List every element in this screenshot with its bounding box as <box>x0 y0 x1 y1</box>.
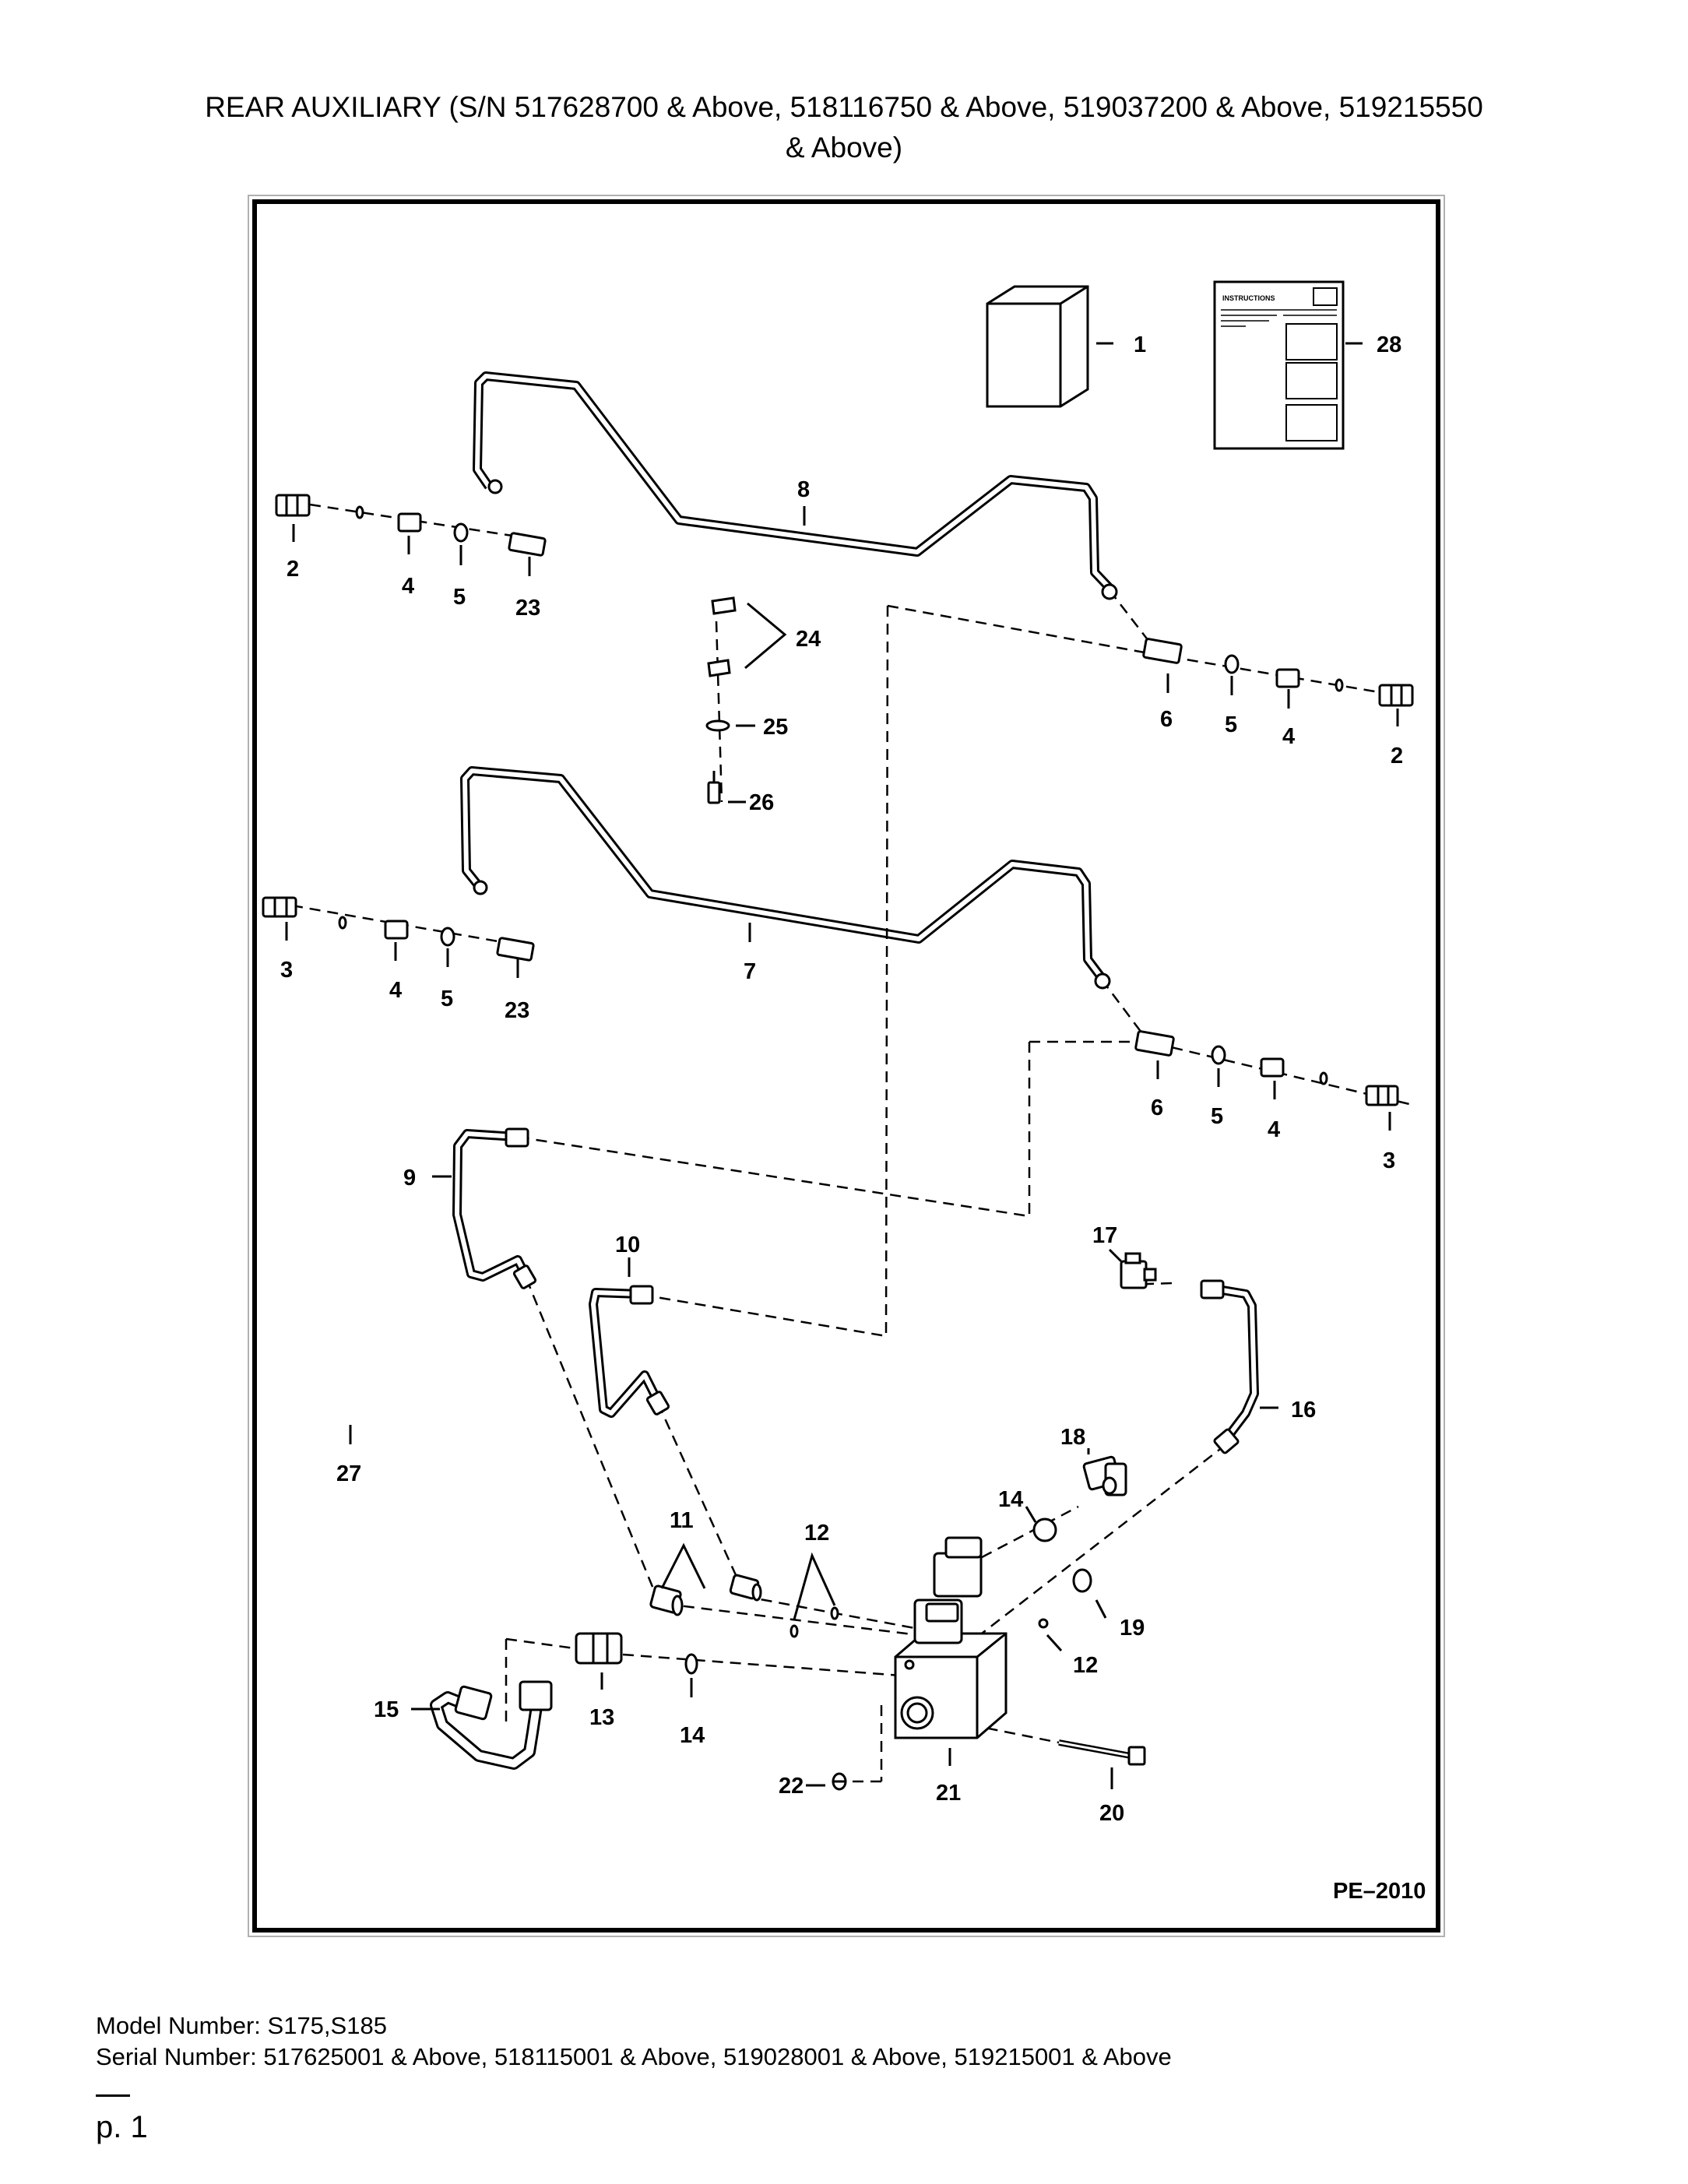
callout-12b: 12 <box>1073 1653 1098 1678</box>
callout-21: 21 <box>936 1781 961 1806</box>
callout-2: 2 <box>287 557 299 582</box>
diagram-frame <box>252 199 1440 1933</box>
callout-5c: 5 <box>441 986 453 1011</box>
screw <box>832 1772 847 1791</box>
callout-2b: 2 <box>1391 744 1403 768</box>
page-number: p. 1 <box>96 2110 148 2144</box>
tube-7 <box>460 766 1106 981</box>
valve-block <box>894 1536 1008 1739</box>
callout-14b: 14 <box>680 1723 705 1748</box>
adapter-fittings <box>649 1574 762 1616</box>
callout-15: 15 <box>374 1697 399 1722</box>
callout-9: 9 <box>403 1166 416 1190</box>
callout-10: 10 <box>615 1233 640 1257</box>
callout-6: 6 <box>1160 707 1173 732</box>
model-number: Model Number: S175,S185 <box>96 2012 387 2039</box>
adapter-fitting <box>575 1632 623 1665</box>
tube-16 <box>1212 1284 1259 1442</box>
fittings-row-2-right <box>1094 972 1399 1106</box>
callout-7: 7 <box>744 959 756 984</box>
part-box <box>986 285 1089 408</box>
page-divider <box>96 2094 130 2097</box>
serial-number: Serial Number: 517625001 & Above, 518115… <box>96 2043 1172 2070</box>
o-ring <box>1032 1518 1057 1542</box>
title-line-1: REAR AUXILIARY (S/N 517628700 & Above, 5… <box>205 91 1483 123</box>
callout-5b: 5 <box>1225 712 1237 737</box>
callout-23: 23 <box>515 596 540 621</box>
callout-23b: 23 <box>505 998 529 1023</box>
callout-28: 28 <box>1377 332 1401 357</box>
callout-11: 11 <box>670 1508 694 1533</box>
callout-4c: 4 <box>389 978 402 1003</box>
callout-27: 27 <box>336 1461 361 1486</box>
diagram-frame-outer <box>248 195 1445 1937</box>
tube-15 <box>430 1691 543 1770</box>
bolt <box>1058 1739 1146 1766</box>
instruction-card <box>1213 280 1345 450</box>
callout-26: 26 <box>749 790 774 815</box>
callout-4b: 4 <box>1282 724 1295 749</box>
callout-labels: 1 28 8 2 4 5 23 24 25 26 6 5 4 2 3 4 5 2… <box>280 332 1403 1826</box>
clamp-parts <box>705 596 737 804</box>
callout-16: 16 <box>1291 1398 1316 1423</box>
callout-24: 24 <box>796 627 821 652</box>
callout-25: 25 <box>763 715 788 740</box>
callout-3: 3 <box>280 958 293 983</box>
callout-12: 12 <box>804 1521 829 1546</box>
tee-fitting <box>1120 1252 1157 1289</box>
fittings-row-1-right <box>1101 583 1414 707</box>
callout-3b: 3 <box>1383 1148 1395 1173</box>
callout-5: 5 <box>453 585 466 610</box>
callout-14: 14 <box>998 1487 1023 1512</box>
card-heading: INSTRUCTIONS <box>1222 294 1275 302</box>
plug-fitting <box>1072 1568 1092 1593</box>
title-line-2: & Above) <box>785 132 903 164</box>
callout-8: 8 <box>797 477 810 502</box>
callout-4d: 4 <box>1268 1117 1280 1142</box>
fittings-row-1-left <box>275 479 547 557</box>
callout-1: 1 <box>1134 332 1146 357</box>
callout-4: 4 <box>402 574 414 599</box>
fittings-row-2-left <box>262 880 535 962</box>
callout-22: 22 <box>779 1774 804 1799</box>
callout-20: 20 <box>1099 1801 1124 1826</box>
tube-9 <box>452 1129 531 1282</box>
callout-18: 18 <box>1060 1425 1085 1450</box>
leader-lines <box>285 342 1399 1789</box>
tube-8 <box>473 371 1113 592</box>
tube-10 <box>589 1288 663 1418</box>
elbow-fitting <box>1082 1455 1127 1496</box>
callout-13: 13 <box>589 1705 614 1730</box>
diagram-code: PE–2010 <box>1333 1879 1426 1904</box>
callout-6b: 6 <box>1151 1096 1163 1120</box>
page-title: REAR AUXILIARY (S/N 517628700 & Above, 5… <box>0 87 1688 168</box>
callout-5d: 5 <box>1211 1104 1223 1129</box>
tube-nuts <box>505 1127 1240 1454</box>
callout-17: 17 <box>1092 1223 1117 1248</box>
callout-19: 19 <box>1120 1616 1145 1641</box>
